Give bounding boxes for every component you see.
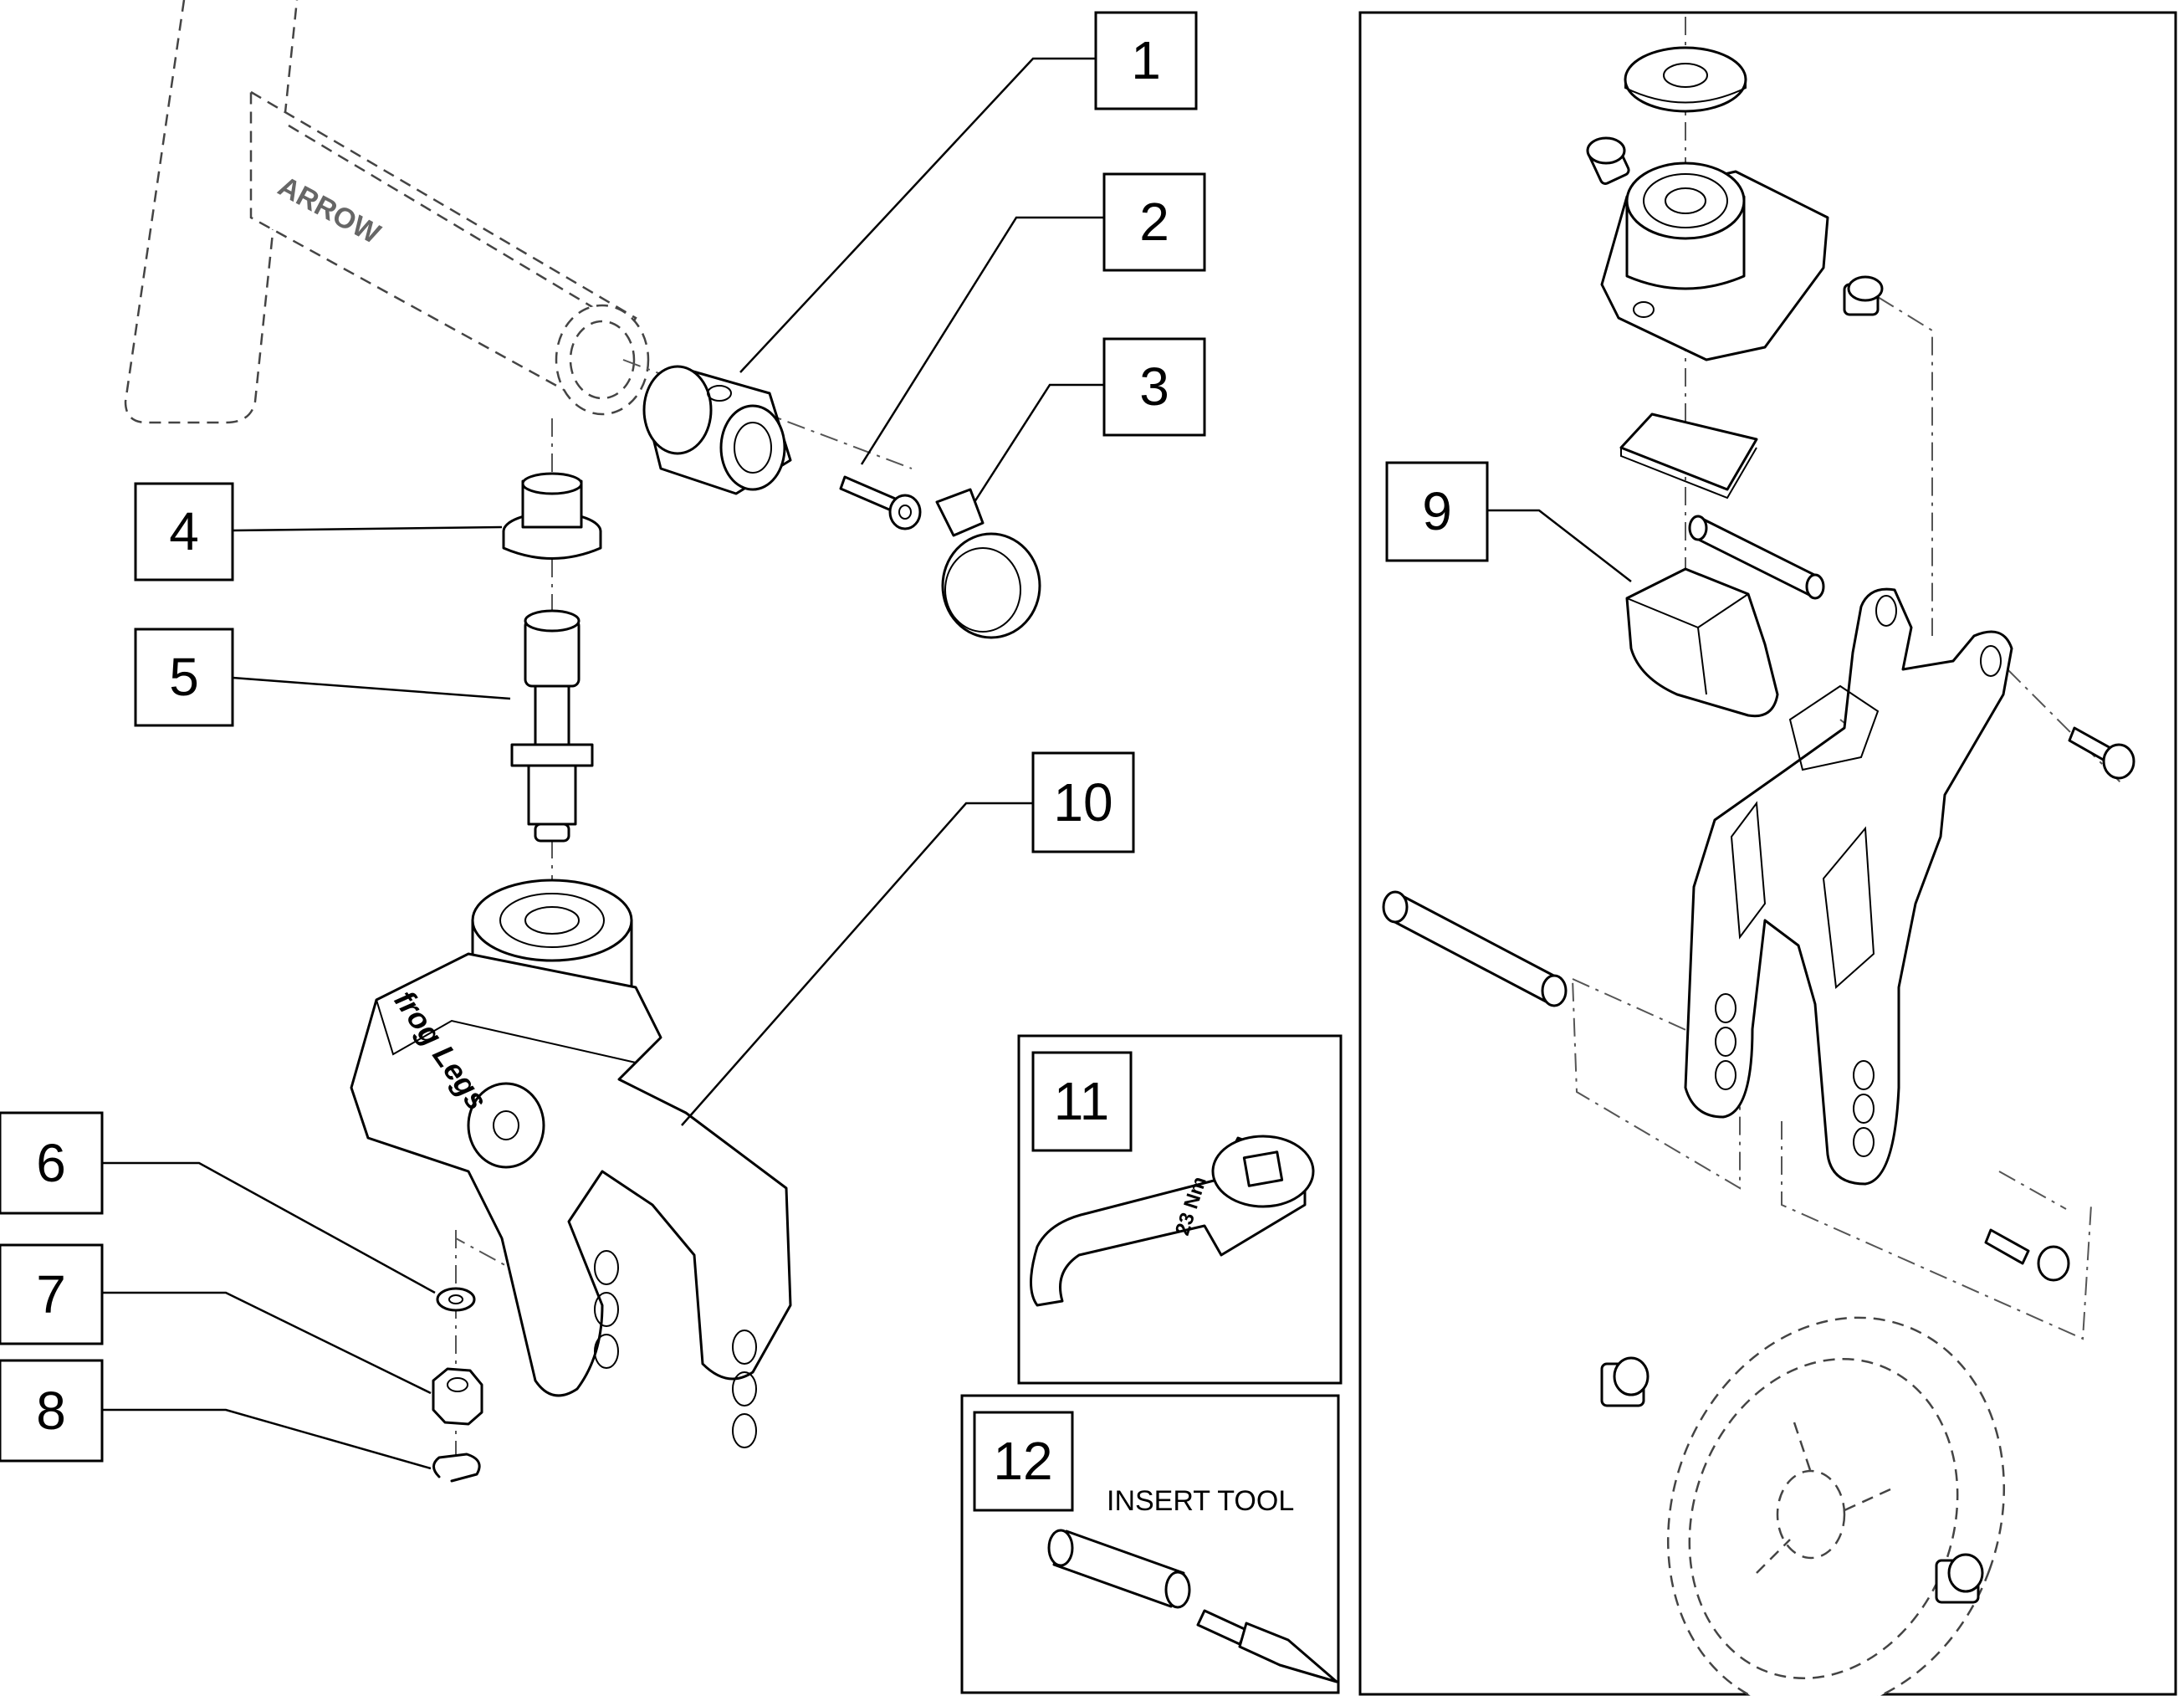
part-9-elastomer xyxy=(1625,567,1779,718)
callout-10-label: 10 xyxy=(1053,772,1112,833)
callout-5: 5 xyxy=(134,628,234,727)
callout-12: 12 xyxy=(973,1411,1074,1512)
torque-wrench: 23 Nm xyxy=(1030,1135,1315,1307)
wheel-bushing-left xyxy=(1600,1356,1650,1407)
side-bushing xyxy=(1843,275,1884,316)
callout-3: 3 xyxy=(1102,337,1206,437)
part-3-cap xyxy=(935,488,1041,639)
callout-2: 2 xyxy=(1102,172,1206,272)
damper-pad xyxy=(1619,412,1758,500)
suspension-fork-body xyxy=(1684,587,2013,1186)
callout-9-label: 9 xyxy=(1422,481,1452,541)
callout-12-label: 12 xyxy=(993,1431,1052,1491)
wheel-bushing-right xyxy=(1935,1553,1984,1604)
suspension-fork-panel xyxy=(1358,11,2177,1696)
callout-7: 7 xyxy=(0,1243,104,1345)
callout-6-label: 6 xyxy=(36,1133,66,1193)
callout-10: 10 xyxy=(1031,751,1135,853)
part-8-clip xyxy=(432,1453,481,1483)
callout-5-label: 5 xyxy=(169,647,199,707)
part-10-caster-fork: frog Legs xyxy=(350,879,792,1448)
part-6-washer xyxy=(436,1287,476,1312)
part-5-stem-bolt xyxy=(510,609,594,843)
callout-4: 4 xyxy=(134,482,234,582)
callout-11: 11 xyxy=(1031,1051,1133,1152)
leader-lines xyxy=(102,57,1632,1470)
callout-8-label: 8 xyxy=(36,1381,66,1441)
callout-6: 6 xyxy=(0,1111,104,1215)
frame-tube: ARROW xyxy=(124,0,650,424)
callout-1-label: 1 xyxy=(1131,30,1161,90)
callout-8: 8 xyxy=(0,1359,104,1463)
callout-4-label: 4 xyxy=(169,501,199,561)
lower-screw xyxy=(1984,1228,2070,1282)
insert-tool-caption: INSERT TOOL xyxy=(1107,1485,1294,1517)
callout-11-label: 11 xyxy=(1054,1071,1109,1131)
upper-housing xyxy=(1600,161,1829,361)
callout-2-label: 2 xyxy=(1139,192,1169,252)
top-washer xyxy=(1624,46,1747,113)
part-7-nut xyxy=(432,1367,483,1426)
insert-tool xyxy=(1047,1529,1338,1683)
upper-screw xyxy=(2068,726,2135,780)
top-bushing xyxy=(1586,136,1630,185)
caster-wheel xyxy=(1666,1316,2006,1696)
part-4-flange-bushing xyxy=(502,472,602,560)
callout-1: 1 xyxy=(1094,11,1198,110)
callout-7-label: 7 xyxy=(36,1264,66,1325)
upper-pin xyxy=(1688,515,1825,600)
callout-9: 9 xyxy=(1385,461,1489,562)
part-2-screw xyxy=(839,475,922,530)
lower-pin xyxy=(1382,890,1568,1007)
callout-3-label: 3 xyxy=(1139,356,1169,417)
part-1-housing-adapter xyxy=(642,365,792,495)
